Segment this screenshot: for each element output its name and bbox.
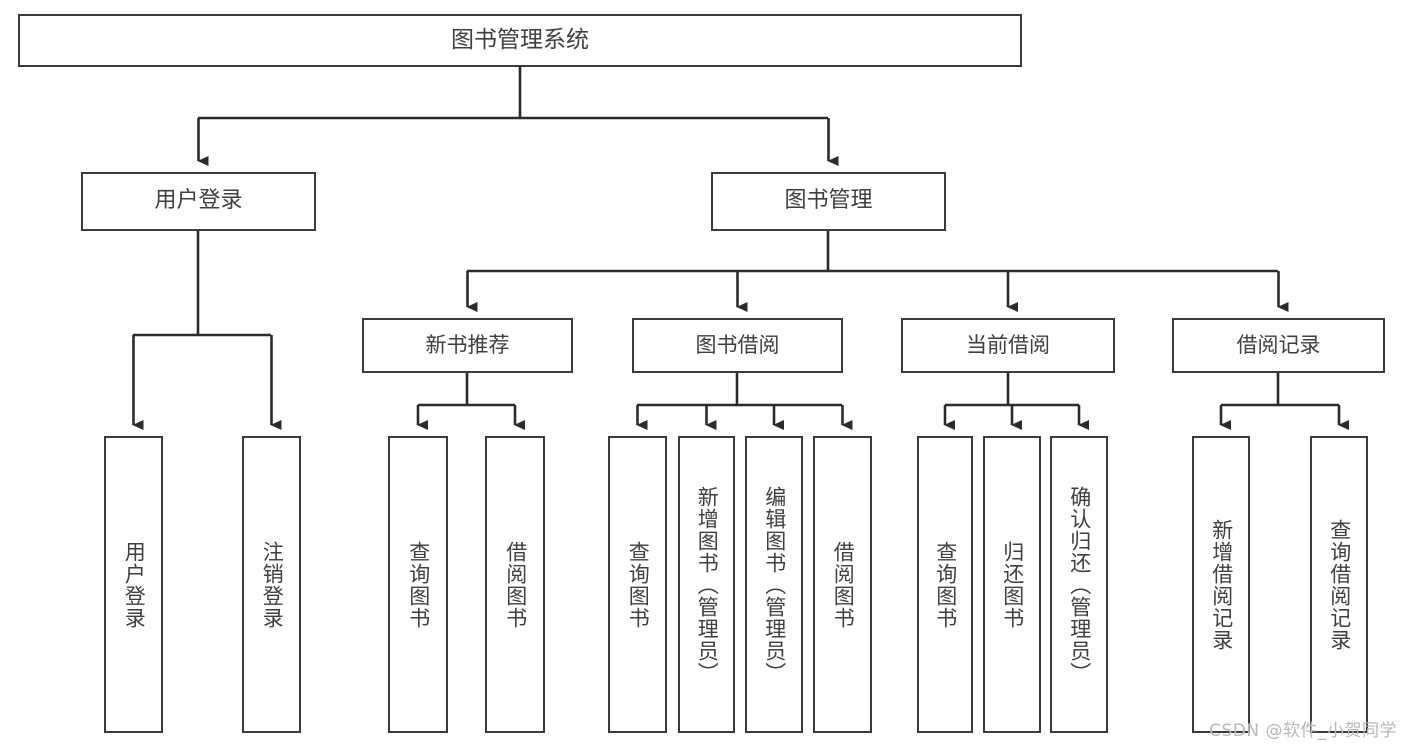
node-label: 借阅图书 — [503, 540, 528, 629]
leaf-node-edit-book-admin[interactable]: 编辑图书（管理员） — [745, 436, 803, 733]
leaf-node-query-borrow-record[interactable]: 查询借阅记录 — [1310, 436, 1368, 733]
node-label: 图书借阅 — [695, 332, 780, 357]
node-book-management[interactable]: 图书管理 — [711, 172, 946, 231]
node-label: 编辑图书（管理员） — [762, 485, 787, 684]
node-root-system[interactable]: 图书管理系统 — [18, 14, 1022, 67]
leaf-node-logout[interactable]: 注销登录 — [242, 436, 301, 733]
node-label: 用户登录 — [122, 540, 147, 629]
node-new-book-recommend[interactable]: 新书推荐 — [362, 318, 573, 373]
node-book-borrow[interactable]: 图书借阅 — [632, 318, 843, 373]
leaf-node-query-book-1[interactable]: 查询图书 — [388, 436, 448, 733]
node-label: 查询图书 — [626, 540, 651, 629]
leaf-node-confirm-return-admin[interactable]: 确认归还（管理员） — [1050, 436, 1108, 733]
node-label: 图书管理系统 — [451, 26, 589, 53]
leaf-node-user-login[interactable]: 用户登录 — [104, 436, 163, 733]
node-label: 用户登录 — [154, 188, 243, 214]
node-label: 查询借阅记录 — [1327, 518, 1352, 651]
node-label: 新书推荐 — [425, 332, 510, 357]
node-current-borrow[interactable]: 当前借阅 — [901, 318, 1115, 373]
node-borrow-record[interactable]: 借阅记录 — [1172, 318, 1385, 373]
node-user-login[interactable]: 用户登录 — [81, 172, 316, 231]
leaf-node-borrow-book-2[interactable]: 借阅图书 — [813, 436, 872, 733]
node-label: 借阅记录 — [1236, 332, 1321, 357]
leaf-node-add-borrow-record[interactable]: 新增借阅记录 — [1192, 436, 1250, 733]
leaf-node-borrow-book-1[interactable]: 借阅图书 — [485, 436, 545, 733]
node-label: 图书管理 — [784, 188, 873, 214]
node-label: 查询图书 — [933, 540, 958, 629]
node-label: 新增借阅记录 — [1209, 518, 1234, 651]
node-label: 归还图书 — [1000, 540, 1025, 629]
node-label: 新增图书（管理员） — [695, 485, 720, 684]
node-label: 当前借阅 — [966, 332, 1050, 357]
leaf-node-query-book-2[interactable]: 查询图书 — [608, 436, 667, 733]
node-label: 注销登录 — [260, 540, 285, 629]
leaf-node-query-book-3[interactable]: 查询图书 — [917, 436, 973, 733]
leaf-node-add-book-admin[interactable]: 新增图书（管理员） — [678, 436, 735, 733]
node-label: 确认归还（管理员） — [1067, 485, 1092, 684]
csdn-watermark: CSDN @软件_小贺同学 — [1209, 721, 1397, 741]
leaf-node-return-book[interactable]: 归还图书 — [983, 436, 1041, 733]
node-label: 借阅图书 — [831, 540, 856, 629]
node-label: 查询图书 — [406, 540, 431, 629]
